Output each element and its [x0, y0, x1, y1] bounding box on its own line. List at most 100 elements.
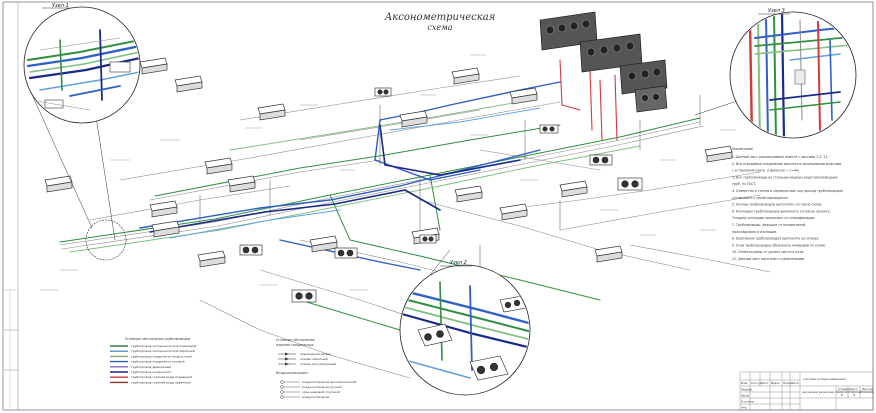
fan-coil-unit — [197, 250, 226, 268]
legend-label: трубопровод хладагента газовый — [131, 360, 185, 364]
node-3-circle — [729, 11, 857, 139]
fan-coil-unit — [204, 157, 233, 175]
note-line: 3. Все трубопроводы из стальных медных в… — [732, 175, 838, 179]
cassette-unit — [239, 244, 263, 256]
fan-coil-unit — [454, 185, 483, 203]
legend-label: воздухоотводчик ручной — [302, 385, 342, 389]
legend-label: трубопровод холодоносителя обратный — [131, 349, 195, 353]
pipe-hot-water — [559, 59, 618, 141]
stamp-row-label: Н.контр. — [741, 400, 754, 404]
legend-pipelines: Условные обозначения трубопроводов трубо… — [110, 337, 196, 384]
stamp-sheet-label: Лист — [850, 387, 858, 391]
air-vent-icon — [280, 390, 284, 394]
legend-pipelines-items: трубопровод холодоносителя подающийтрубо… — [110, 344, 196, 384]
fan-coil-unit — [174, 75, 203, 93]
note-line: 8. Крепления трубопроводов выполнять на … — [732, 237, 819, 241]
fan-coil-unit — [499, 203, 528, 221]
fan-coil-unit — [149, 200, 178, 218]
note-line: 6. Изоляцию трубопроводов выполнять согл… — [732, 209, 831, 213]
stamp-column-header: Дата — [791, 381, 799, 385]
cassette-unit — [334, 247, 358, 259]
stamp-row-label: Разраб. — [741, 388, 753, 392]
air-vent-icon — [280, 395, 284, 399]
note-line: труб, по ГОСТ. — [732, 182, 756, 186]
cassette-units — [239, 87, 643, 303]
legend-fittings: Условные обозначения изделий специальных… — [276, 338, 356, 399]
condenser-units — [539, 11, 668, 113]
pipe-risers — [199, 94, 701, 286]
stamp-sheet: 4 — [853, 393, 855, 397]
leader-line — [94, 109, 116, 241]
stamp-column-header: Кол.уч — [751, 381, 762, 385]
cassette-unit — [589, 154, 613, 166]
legend-label: трубопровод конденсата — [131, 370, 171, 374]
condenser-bank — [619, 59, 668, 95]
legend-label: клапан регулирующий — [300, 362, 336, 366]
drawing-subtitle: схема — [427, 23, 452, 32]
legend-label: трубопровод холодоносителя подающий — [131, 344, 196, 348]
fan-coil-unit — [227, 175, 256, 193]
notes-lines: 1. Данный лист рассматривать вместе с ли… — [732, 155, 843, 261]
note-line: согласовать с проектировщиком. — [732, 196, 789, 200]
callout-node-2: Узел 2 — [399, 249, 531, 396]
fan-coil-unit — [451, 67, 480, 85]
fan-coil-unit — [509, 87, 538, 105]
condenser-bank — [634, 85, 668, 113]
legend-vents-items: воздухоотводчик автоматическийвоздухоотв… — [280, 380, 356, 399]
stamp-stage: Р — [841, 393, 843, 397]
cassette-unit — [539, 124, 559, 134]
legend-pipelines-heading: Условные обозначения трубопроводов — [125, 337, 190, 341]
fan-coil-unit — [151, 220, 180, 238]
note-line: 10. Отметки даны от уровня чистого пола. — [732, 250, 804, 254]
leader-line — [694, 99, 741, 116]
fan-coil-unit — [594, 245, 623, 263]
node-2-label: Узел 2 — [450, 260, 467, 266]
stamp-column-header: Лист — [761, 381, 769, 385]
stamp-stage-label: Стадия — [838, 387, 850, 391]
stamp-object: система холодоснабжения — [803, 377, 846, 381]
air-vent-icon — [280, 385, 284, 389]
fan-coil-unit — [559, 180, 588, 198]
legend-label: трубопровод горячей воды подающий — [131, 375, 192, 379]
note-line: 11. Данный лист выполнен с изменениями. — [732, 257, 805, 261]
fan-coil-unit — [399, 110, 428, 128]
leader-line — [429, 249, 451, 276]
note-line: прокладывать в изоляции. — [732, 230, 777, 234]
stamp-column-header: Изм. — [741, 381, 748, 385]
legend-label: воздухоотводчик — [302, 395, 330, 399]
legend-fittings-subheading: изделий специальных — [276, 343, 314, 347]
valve-icon — [285, 352, 289, 356]
stamp-sheet-title: аксонометрическая схема холодоснабжения — [802, 390, 874, 394]
legend-label: воздухоотводчик автоматический — [302, 380, 356, 384]
stamp-rows: Разраб. Пров. Н.контр. Утв. — [741, 388, 754, 410]
note-line: 5. Уклоны трубопроводов выполнять соглас… — [732, 203, 823, 207]
notes-heading: Примечание — [732, 147, 753, 151]
drawing-title: Аксонометрическая — [384, 12, 496, 23]
condenser-bank — [539, 11, 598, 51]
valve-icon — [285, 362, 289, 366]
dimension-labels — [40, 54, 736, 291]
note-line: 1. Данный лист рассматривать вместе с ли… — [732, 155, 828, 159]
leader-line — [29, 89, 93, 229]
stamp-row-label: Пров. — [741, 394, 750, 398]
note-line: с установкой контр. и фильтра — L=4м. — [732, 169, 800, 173]
condenser-bank — [579, 33, 643, 73]
cassette-unit — [291, 289, 317, 303]
binding-margin-cells — [2, 289, 19, 411]
pipe-condensate — [149, 124, 521, 233]
legend-label: трубопровод дренажный — [131, 365, 171, 369]
equipment-units — [44, 57, 733, 268]
note-line: 7. Трубопроводы, ведущие от испарителей, — [732, 223, 806, 227]
legend-label: клапан обратный — [300, 357, 328, 361]
legend-label: трубопровод горячей воды обратный — [131, 380, 191, 384]
stamp-sheets-label: Листов — [862, 387, 873, 391]
air-vent-icon — [280, 380, 284, 384]
legend-fittings-heading: Условные обозначения — [276, 338, 315, 342]
note-line: 4. Отверстия в стенах и перекрытиях под … — [732, 189, 843, 193]
note-line: Толщину изоляции принимать по спецификац… — [732, 216, 816, 220]
stamp-row-label: Утв. — [741, 406, 747, 410]
legend-vents-heading: Воздухоотводчики — [276, 371, 308, 375]
